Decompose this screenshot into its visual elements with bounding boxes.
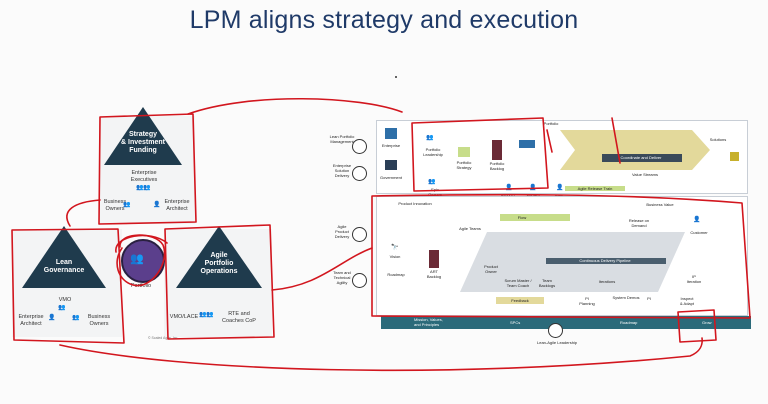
backlog-stack-icon	[492, 140, 502, 160]
art-band	[565, 186, 625, 191]
leadership-people-icon: 👥	[426, 135, 433, 141]
enterprise-label: Enterprise	[381, 143, 401, 148]
vision-binoculars-icon: 🔭	[391, 245, 398, 251]
business-value: Business Value	[646, 202, 674, 207]
side-apd: Agile Product Delivery	[334, 224, 350, 239]
government-label: Government	[379, 175, 402, 180]
apo-label: Agile Portfolio Operations	[200, 252, 238, 275]
sif-architect: Enterprise Architect	[164, 199, 190, 212]
value-stream-arrow	[560, 130, 710, 170]
sif-label: Strategy & Investment Funding	[121, 131, 165, 154]
feedback-label: Feedback	[511, 298, 529, 303]
agile-teams: Agile Teams	[459, 226, 481, 231]
gov-label: Lean Governance	[43, 259, 85, 274]
tta-circle-icon	[352, 273, 367, 288]
ip-iteration: IP Iteration	[686, 274, 702, 284]
value-streams-label: Value Streams	[632, 172, 658, 177]
system-demos: System Demos	[612, 295, 640, 300]
scrum-master: Scrum Master / Team Coach	[504, 278, 532, 288]
vision-label: Vision	[389, 254, 401, 259]
inspect-adapt: Inspect & Adapt	[679, 296, 694, 306]
page-title: LPM aligns strategy and execution	[189, 6, 579, 34]
iterations: Iterations	[598, 279, 616, 284]
pi-label: PI	[647, 296, 651, 301]
pi-planning: PI Planning	[579, 296, 595, 306]
portfolio-strategy: Portfolio Strategy	[456, 160, 472, 170]
esd-circle-icon	[352, 166, 367, 181]
portfolio-leadership: Portfolio Leadership	[423, 147, 443, 157]
gov-architect: Enterprise Architect	[18, 314, 44, 327]
apd-circle-icon	[352, 227, 367, 242]
lean-agile-leadership: Lean-Agile Leadership	[537, 340, 578, 345]
release-on-demand: Release on Demand	[628, 218, 650, 228]
government-building-icon	[385, 160, 397, 170]
gov-triangle	[22, 226, 106, 288]
lal-circle-icon	[548, 323, 563, 338]
vmo-people-icon: 👥	[58, 305, 65, 311]
rte-person-icon: 👤	[556, 185, 563, 191]
art-backlog-icon	[429, 250, 439, 268]
architect-person-icon: 👤	[153, 202, 160, 208]
coordinate-bar	[602, 154, 682, 162]
owners-people-icon: 👥	[123, 202, 130, 208]
gov-owners-icon: 👥	[72, 315, 79, 321]
portfolio-people-icon: 👥	[130, 253, 144, 265]
product-innovation: Product Innovation	[398, 201, 432, 206]
executives-people-icon: 👥👥	[136, 185, 150, 191]
team-backlogs: Team Backlogs	[538, 278, 556, 288]
solution-cube-icon	[730, 152, 739, 161]
portfolio-hub-label: Portfolio	[130, 283, 152, 289]
banner-spcs: SPCs	[510, 320, 521, 325]
apo-vmo-icon: 👥👥	[199, 312, 213, 318]
epic-card-icon	[519, 140, 535, 148]
art-backlog: ART Backlog	[426, 269, 442, 279]
enterprise-building-icon	[385, 128, 397, 139]
sif-executives: Enterprise Executives	[130, 170, 158, 183]
portfolio-hub	[121, 239, 165, 283]
apo-rte: RTE and Coaches CoP	[222, 311, 256, 324]
solutions-label: Solutions	[709, 137, 727, 142]
gov-vmo: VMO	[58, 297, 72, 303]
portfolio-backlog: Portfolio Backlog	[489, 161, 505, 171]
flow-band	[500, 214, 570, 221]
apo-vmo: VMO/LACE	[169, 314, 199, 320]
gov-owners: Business Owners	[87, 314, 111, 327]
side-esd: Enterprise Solution Delivery	[332, 163, 352, 178]
stray-dot	[395, 76, 397, 78]
art-label: Agile Release Train	[577, 186, 613, 191]
gov-architect-icon: 👤	[48, 315, 55, 321]
banner-mission: Mission, Values, and Principles	[414, 317, 443, 327]
pm-person-icon: 👤	[505, 185, 512, 191]
banner-roadmap: Roadmap	[620, 320, 638, 325]
epic-owners-icon: 👥	[428, 179, 435, 185]
product-owner: Product Owner	[484, 264, 498, 274]
cdp-label: Continuous Delivery Pipeline	[579, 258, 631, 263]
side-lpm: Lean Portfolio Management	[329, 134, 355, 144]
roadmap-label: Roadmap	[387, 272, 405, 277]
coordinate-label: Coordinate and Deliver	[620, 155, 662, 160]
sa-person-icon: 👤	[529, 185, 536, 191]
strategy-icon	[458, 147, 470, 157]
copyright: © Scaled Agile, Inc.	[148, 336, 179, 340]
customer-label: Customer	[690, 230, 708, 235]
customer-person-icon: 👤	[693, 217, 700, 223]
foundation-banner	[381, 316, 751, 329]
flow-label: Flow	[517, 215, 527, 220]
portfolio-tab: Portfolio	[543, 121, 559, 126]
lpm-circle-icon	[352, 139, 367, 154]
banner-grow: Grow	[702, 320, 712, 325]
